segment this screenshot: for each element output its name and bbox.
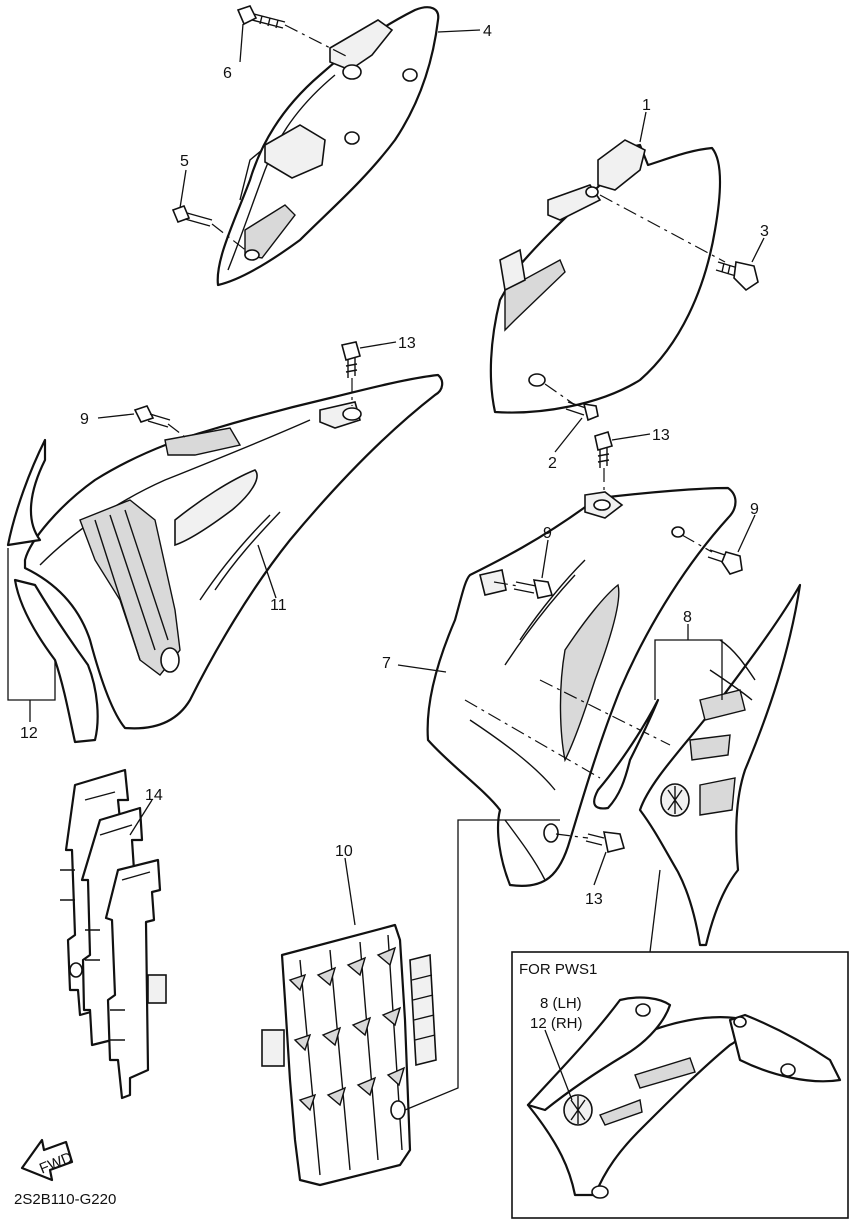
bolt-9-right — [681, 534, 743, 575]
inset-for-pws1 — [511, 869, 849, 1219]
callout-labels: 4 6 1 5 3 13 9 13 2 9 9 11 8 7 12 14 10 … — [20, 23, 769, 908]
part-11-shroud-left — [23, 373, 444, 730]
callout-9-right: 9 — [750, 501, 759, 518]
bolt-3 — [715, 261, 759, 292]
callout-14: 14 — [145, 787, 163, 804]
part-12-decal-left — [6, 438, 99, 744]
part-8-decal-right — [593, 583, 802, 947]
part-7-shroud-right — [426, 486, 737, 887]
fwd-arrow — [20, 1138, 74, 1182]
callout-6: 6 — [223, 65, 232, 82]
part-1-side-cover — [489, 139, 726, 414]
bolt-13-lower — [555, 831, 625, 853]
bolt-5 — [171, 204, 249, 253]
bolt-13-upper — [341, 341, 361, 406]
callout-13-lower: 13 — [585, 891, 603, 908]
bolt-6 — [236, 5, 351, 59]
callout-3: 3 — [760, 223, 769, 240]
part-10-radiator-louver — [261, 819, 560, 1187]
callout-1: 1 — [642, 97, 651, 114]
callout-11: 11 — [270, 597, 287, 614]
callout-13-upper: 13 — [398, 335, 416, 352]
callout-13-middle: 13 — [652, 427, 670, 444]
bolt-2 — [565, 401, 599, 422]
bolt-9-middle — [493, 579, 554, 599]
inset-title: FOR PWS1 — [519, 961, 597, 978]
inset-label-lh: 8 (LH) — [540, 995, 582, 1012]
callout-7: 7 — [382, 655, 391, 672]
callout-9-upper: 9 — [80, 411, 89, 428]
inset-label-rh: 12 (RH) — [530, 1015, 583, 1032]
callout-9-middle: 9 — [543, 525, 552, 542]
drawing-code: 2S2B110-G220 — [14, 1191, 116, 1208]
callout-5: 5 — [180, 153, 189, 170]
callout-10: 10 — [335, 843, 353, 860]
callout-8: 8 — [683, 609, 692, 626]
callout-12: 12 — [20, 725, 38, 742]
part-14-radiator-guard — [60, 768, 167, 1100]
leader-lines — [97, 23, 765, 926]
bolt-13-middle — [594, 430, 613, 495]
bolt-9-upper — [133, 405, 186, 438]
callout-4: 4 — [483, 23, 492, 40]
part-4-number-plate — [216, 6, 440, 287]
callout-2: 2 — [548, 455, 557, 472]
